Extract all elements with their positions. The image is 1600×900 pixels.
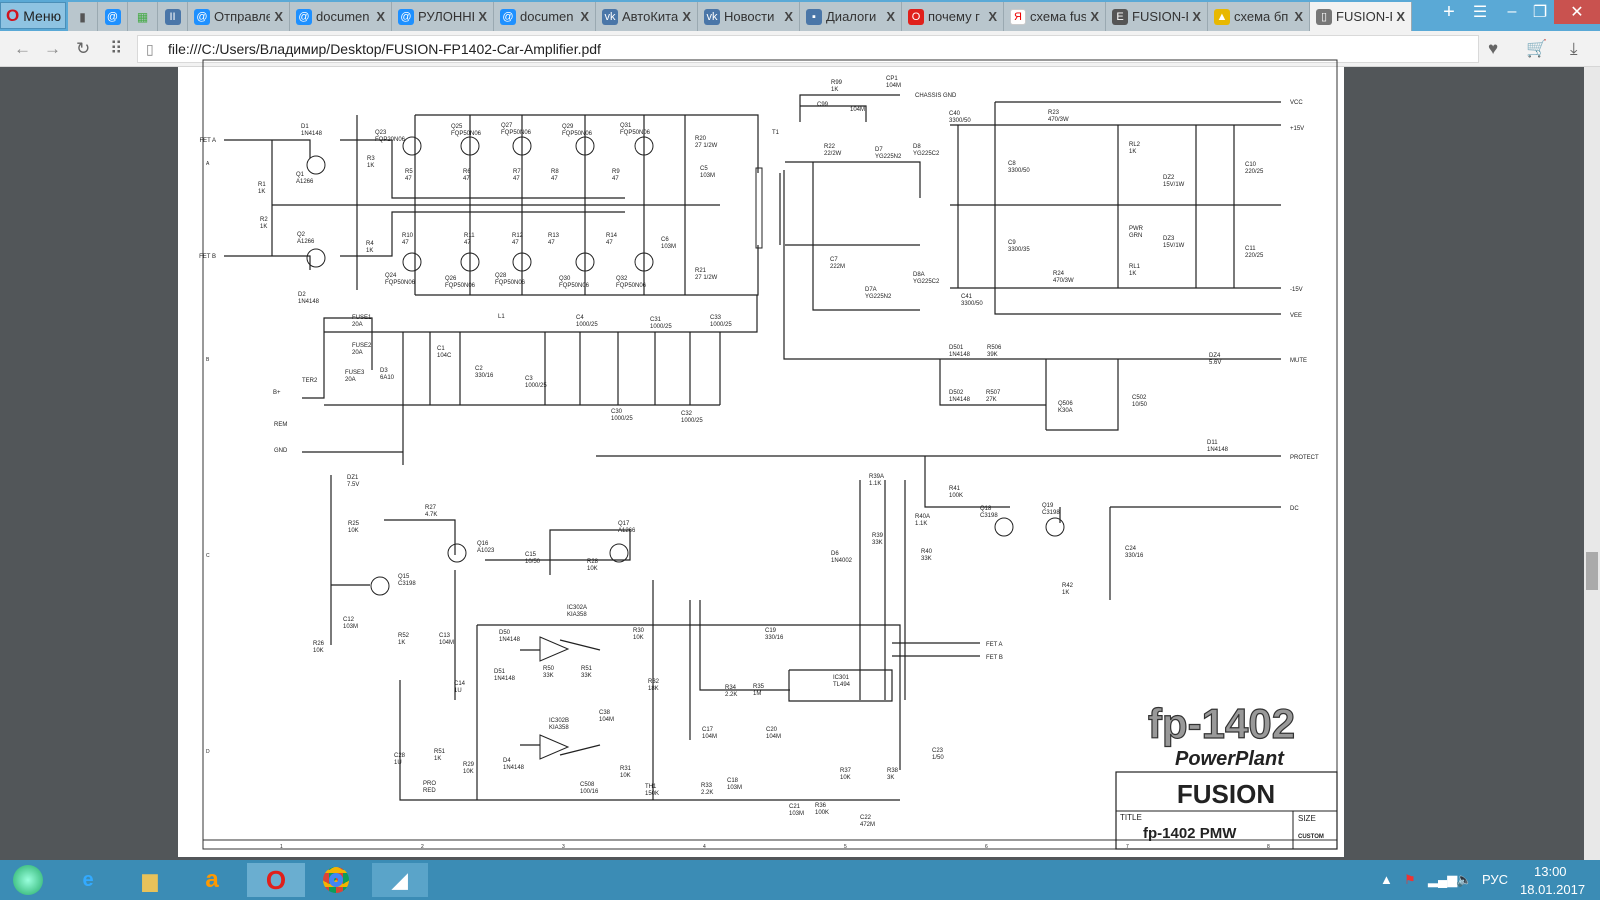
speed-dial-icon[interactable]: ⠿ — [110, 39, 123, 58]
e-icon: E — [1112, 8, 1128, 25]
tab-close-icon[interactable]: X — [274, 9, 283, 24]
show-hidden-icons[interactable]: ▲ — [1380, 872, 1393, 887]
tab[interactable]: @ documen X — [494, 2, 596, 31]
tab-title: documen — [316, 9, 370, 24]
tab-close-icon[interactable]: X — [682, 9, 691, 24]
minimize-button[interactable]: – — [1507, 3, 1517, 20]
tab-close-icon[interactable]: X — [784, 9, 793, 24]
new-tab-button[interactable]: + — [1443, 0, 1455, 23]
pinned-tab-mail[interactable]: @ — [98, 2, 128, 31]
file-icon: ▯ — [146, 41, 154, 57]
clock-time[interactable]: 13:00 — [1534, 864, 1567, 879]
tab-title: АвтоКита — [622, 9, 679, 24]
app-icon[interactable]: ◢ — [372, 863, 428, 897]
tab-title: Отправле — [214, 9, 271, 24]
tab[interactable]: @ documen X — [290, 2, 392, 31]
tab-close-icon[interactable]: X — [478, 9, 487, 24]
action-center-flag-icon[interactable]: ⚑ — [1404, 872, 1416, 887]
cart-icon[interactable]: 🛒 — [1526, 39, 1548, 58]
image-icon: ▲ — [1214, 8, 1230, 25]
tab-close-icon[interactable]: X — [1294, 9, 1303, 24]
tab-title: почему г — [928, 9, 980, 24]
tab-close-icon[interactable]: X — [1090, 9, 1099, 24]
tab-title: РУЛОННЬ — [418, 9, 475, 24]
tab-title: схема бп — [1234, 9, 1289, 24]
reload-icon[interactable]: ↻ — [76, 39, 91, 58]
tab-title: documen — [520, 9, 574, 24]
download-icon[interactable]: ⤓ — [1570, 39, 1578, 58]
document-icon: ▯ — [1316, 8, 1332, 25]
grid-icon: ▦ — [136, 9, 149, 24]
tab-close-icon[interactable]: X — [580, 9, 589, 24]
address-toolbar: ← → ↻ ⠿ ▯ file:///C:/Users/Владимир/Deskt… — [0, 31, 1600, 67]
chat-icon: ▪ — [806, 8, 822, 25]
tab-title: схема fus — [1030, 9, 1087, 24]
tab-close-icon[interactable]: X — [376, 9, 385, 24]
mail-icon: @ — [104, 8, 121, 25]
network-signal-icon[interactable]: ▂▄▆ — [1428, 872, 1458, 887]
taskbar: e ▆ a O ◢ ▲ ⚑ ▂▄▆ 🔈 РУС 13:00 18.01.2017 — [0, 860, 1600, 900]
tab-close-icon[interactable]: X — [1192, 9, 1201, 24]
url-field[interactable]: ▯ file:///C:/Users/Владимир/Desktop/FUSIO… — [137, 35, 1479, 63]
tab-title: FUSION-F — [1336, 9, 1393, 24]
mail-icon: @ — [296, 8, 312, 25]
tab-title: Диалоги — [826, 9, 877, 24]
close-window-button[interactable]: ✕ — [1554, 0, 1600, 24]
windows-orb-icon — [13, 865, 43, 895]
tab-menu-icon[interactable]: ☰ — [1472, 4, 1488, 21]
volume-icon[interactable]: 🔈 — [1456, 872, 1473, 887]
scrollbar[interactable] — [1584, 67, 1600, 860]
tab-title: FUSION-F — [1132, 9, 1189, 24]
tab[interactable]: ▪ Диалоги X — [800, 2, 902, 31]
heart-icon[interactable]: ♥ — [1488, 39, 1499, 58]
tab[interactable]: vk Новости X — [698, 2, 800, 31]
pinned-tab-pause[interactable]: II — [158, 2, 188, 31]
file-explorer-icon[interactable]: ▆ — [142, 869, 158, 892]
pinned-tab-document[interactable]: ▮ — [68, 2, 98, 31]
language-indicator[interactable]: РУС — [1482, 872, 1509, 887]
opera-logo-icon: O — [6, 5, 20, 25]
menu-label: Меню — [23, 7, 62, 24]
document-icon: ▮ — [79, 9, 86, 24]
tab-close-icon[interactable]: X — [1396, 9, 1405, 24]
mail-icon: @ — [398, 8, 414, 25]
start-button[interactable] — [2, 863, 54, 897]
clock-date[interactable]: 18.01.2017 — [1520, 882, 1586, 897]
tab-close-icon[interactable]: X — [988, 9, 997, 24]
chrome-icon[interactable] — [310, 863, 362, 897]
internet-explorer-icon[interactable]: e — [82, 868, 94, 891]
pdf-page — [178, 67, 1344, 857]
tab-title: Новости — [724, 9, 775, 24]
tab-close-icon[interactable]: X — [886, 9, 895, 24]
mail-icon: @ — [500, 8, 516, 25]
forward-icon[interactable]: → — [44, 39, 61, 58]
mail-icon: @ — [194, 8, 210, 25]
opera-taskbar-icon[interactable]: O — [247, 863, 305, 897]
opera-icon: O — [908, 8, 924, 25]
back-icon[interactable]: ← — [14, 39, 31, 58]
scrollbar-thumb[interactable] — [1586, 552, 1598, 590]
pause-icon: II — [164, 8, 181, 25]
vk-icon: vk — [704, 8, 720, 25]
restore-button[interactable]: ❐ — [1532, 4, 1548, 21]
url-text: file:///C:/Users/Владимир/Desktop/FUSION… — [168, 41, 601, 57]
tab[interactable]: ▲ схема бп X — [1208, 2, 1310, 31]
vk-icon: vk — [602, 8, 618, 25]
yandex-icon: Я — [1010, 8, 1026, 25]
pinned-tab-grid[interactable]: ▦ — [128, 2, 158, 31]
amazon-icon[interactable]: a — [205, 866, 219, 893]
